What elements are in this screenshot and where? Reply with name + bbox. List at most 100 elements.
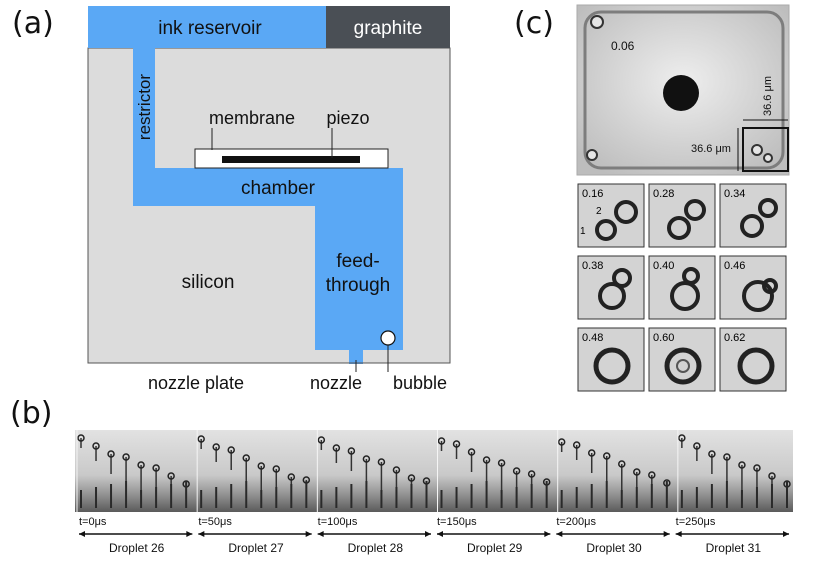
- frame-time: 0.46: [724, 260, 745, 272]
- frame-time: 0.62: [724, 332, 745, 344]
- droplet-head: [587, 449, 596, 457]
- droplet-head: [392, 466, 401, 474]
- droplet-head: [768, 472, 776, 480]
- droplet-head: [77, 434, 85, 442]
- arrow-head: [663, 531, 670, 537]
- droplet-head: [708, 450, 716, 458]
- droplet-head: [227, 446, 235, 454]
- droplet-head: [317, 436, 326, 444]
- droplet-head: [347, 447, 356, 455]
- droplet-head: [452, 440, 461, 448]
- arrow-head: [675, 531, 682, 537]
- droplet-head: [212, 443, 220, 451]
- droplet-label: Droplet 26: [109, 541, 165, 555]
- frame: 0.60: [648, 327, 716, 392]
- feedthrough: [315, 168, 403, 350]
- droplet-head: [152, 464, 160, 472]
- droplet-label: Droplet 31: [706, 541, 762, 555]
- droplet-head: [678, 434, 686, 442]
- droplet-head: [377, 458, 386, 466]
- frame: 0.40: [648, 255, 716, 320]
- restrictor-channel: [133, 46, 155, 206]
- dim-vertical: 36.6 μm: [691, 143, 731, 155]
- frame: 0.38: [577, 255, 645, 320]
- marker-1: 1: [580, 226, 586, 237]
- arrow-head: [544, 531, 551, 537]
- frame-grid: 0.16 2 1 0.28 0.34 0.38: [577, 183, 787, 392]
- frame: 0.28: [648, 183, 716, 248]
- label-ink-reservoir: ink reservoir: [158, 18, 262, 39]
- panel-label-b: (b): [10, 396, 53, 431]
- droplet-head: [287, 473, 296, 481]
- frame: 0.46: [719, 255, 787, 320]
- label-feedthrough-2: through: [326, 275, 390, 296]
- droplet-head: [618, 460, 626, 468]
- droplet-head: [437, 437, 446, 445]
- droplet-head: [648, 471, 656, 479]
- droplet-head: [527, 470, 536, 478]
- arrow-head: [305, 531, 312, 537]
- central-bubble: [663, 75, 699, 111]
- arrow-head: [317, 531, 324, 537]
- label-membrane: membrane: [209, 108, 295, 128]
- droplet-head: [362, 455, 371, 463]
- microscopy-frames: 0.06 36.6 μm 36.6 μm 0.16 2 1 0.28: [576, 4, 790, 392]
- panel-label-c: (c): [514, 6, 554, 41]
- label-chamber: chamber: [241, 178, 316, 199]
- label-silicon: silicon: [182, 272, 235, 293]
- time-label: t=50μs: [198, 516, 232, 528]
- label-restrictor: restrictor: [135, 74, 154, 140]
- nozzle-opening: [349, 349, 363, 364]
- bubble-microscopy-panel: 0.06 36.6 μm 36.6 μm 0.16 2 1 0.28: [575, 0, 795, 400]
- label-feedthrough-1: feed-: [336, 251, 379, 272]
- droplet-head: [572, 441, 581, 449]
- zoom-box: [742, 127, 789, 172]
- droplet-head: [497, 459, 506, 467]
- droplet-head: [557, 438, 566, 446]
- piezo: [222, 156, 360, 163]
- bubble-marker: [380, 330, 396, 346]
- droplet-head: [257, 462, 266, 470]
- droplet-head: [197, 435, 205, 443]
- frame-time: 0.38: [582, 260, 603, 272]
- printhead-schematic: ink reservoir graphite restrictor membra…: [87, 6, 451, 393]
- arrow-head: [186, 531, 193, 537]
- frame: 0.62: [719, 327, 787, 392]
- droplet-head: [137, 461, 145, 469]
- marker-2: 2: [596, 206, 602, 217]
- droplet-head: [633, 468, 641, 476]
- frame-time: 0.48: [582, 332, 603, 344]
- droplet-head: [92, 442, 100, 450]
- time-label: t=100μs: [318, 516, 358, 528]
- label-nozzle: nozzle: [310, 373, 362, 393]
- droplet-label: Droplet 27: [228, 541, 284, 555]
- frame-time: 0.34: [724, 188, 745, 200]
- time-label: t=200μs: [556, 516, 596, 528]
- droplet-image-strip: [75, 430, 793, 512]
- droplet-label: Droplet 30: [586, 541, 642, 555]
- frame-time: 0.16: [582, 188, 603, 200]
- droplet-head: [467, 448, 476, 456]
- droplet-head: [738, 461, 746, 469]
- frame: 0.16 2 1: [577, 183, 645, 248]
- time-label: t=150μs: [437, 516, 477, 528]
- label-nozzle-plate: nozzle plate: [148, 373, 244, 393]
- droplet-head: [482, 456, 491, 464]
- arrow-head: [79, 531, 85, 537]
- dim-horizontal: 36.6 μm: [762, 76, 774, 116]
- droplet-head: [753, 464, 761, 472]
- time-label: t=250μs: [676, 516, 716, 528]
- graphite-block: [326, 6, 450, 48]
- frame-time: 0.60: [653, 332, 674, 344]
- arrow-head: [425, 531, 431, 537]
- main-time: 0.06: [611, 39, 635, 53]
- droplet-head: [332, 444, 341, 452]
- droplet-head: [107, 450, 115, 458]
- ink-reservoir: [88, 6, 326, 48]
- droplet-head: [272, 465, 281, 473]
- droplet-head: [693, 442, 701, 450]
- droplet-head: [407, 474, 416, 482]
- label-bubble: bubble: [393, 373, 447, 393]
